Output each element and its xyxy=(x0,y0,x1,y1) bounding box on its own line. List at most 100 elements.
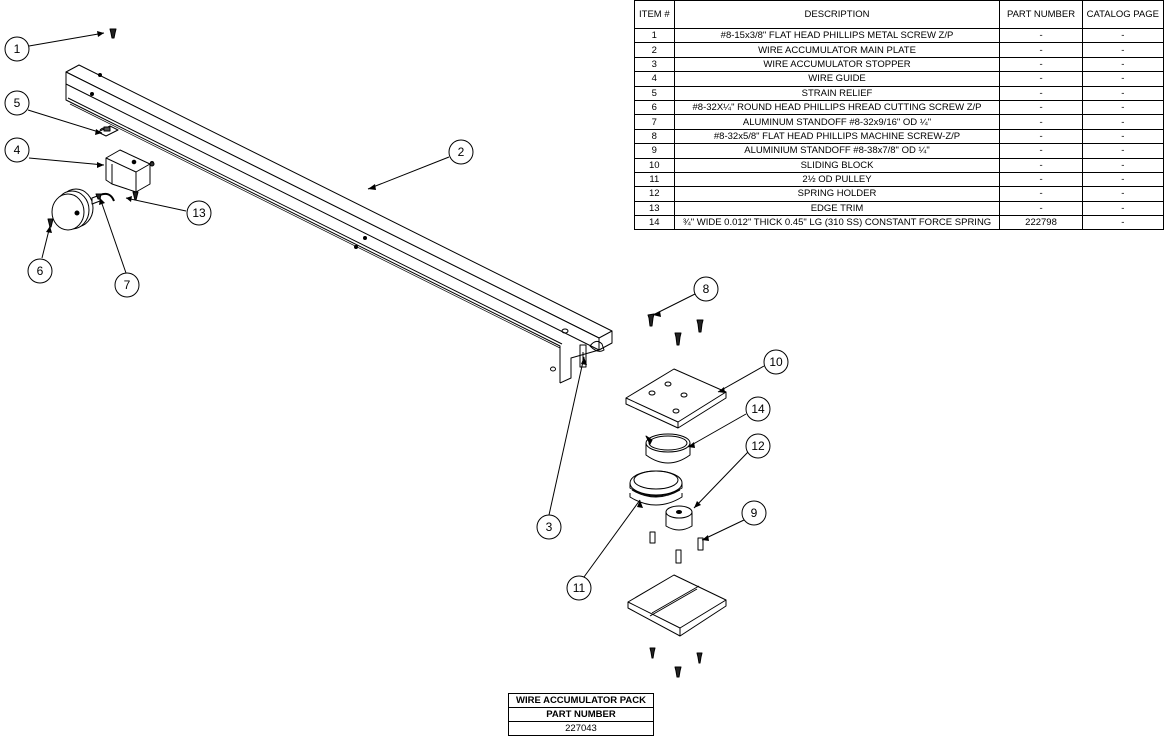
bom-item: 8 xyxy=(634,128,675,145)
bom-part-number: 222798 xyxy=(999,215,1083,231)
bom-catalog-page: - xyxy=(1081,186,1164,202)
balloons xyxy=(4,36,789,601)
bom-item: 11 xyxy=(634,171,675,188)
bom-description: WIRE GUIDE xyxy=(673,71,1001,87)
bom-header-item: ITEM # xyxy=(634,0,675,29)
table-row: 1#8-15x3/8" FLAT HEAD PHILLIPS METAL SCR… xyxy=(634,27,1164,44)
spring-holder-part xyxy=(665,505,693,531)
bom-description: STRAIN RELIEF xyxy=(673,85,1001,101)
bom-description: ¾" WIDE 0.012" THICK 0.45" LG (310 SS) C… xyxy=(673,215,1001,231)
bom-description: #8-32X¼" ROUND HEAD PHILLIPS HREAD CUTTI… xyxy=(673,99,1001,116)
bom-description: 2½ OD PULLEY xyxy=(673,171,1001,188)
bom-part-number: - xyxy=(999,56,1083,73)
bom-description: #8-32x5/8" FLAT HEAD PHILLIPS MACHINE SC… xyxy=(673,128,1001,145)
pulley-part-left xyxy=(51,188,115,231)
leader-lines xyxy=(27,32,765,578)
bom-description: #8-15x3/8" FLAT HEAD PHILLIPS METAL SCRE… xyxy=(673,27,1001,44)
part-number-label: PART NUMBER xyxy=(508,707,654,722)
wire-guide-part xyxy=(105,149,155,193)
bom-description: WIRE ACCUMULATOR STOPPER xyxy=(673,56,1001,73)
balloon-6: 6 xyxy=(37,264,44,278)
bom-catalog-page: - xyxy=(1081,143,1164,159)
constant-force-spring-part xyxy=(645,433,691,464)
balloon-14: 14 xyxy=(751,402,765,416)
balloon-3: 3 xyxy=(546,520,553,534)
bom-description: WIRE ACCUMULATOR MAIN PLATE xyxy=(673,42,1001,58)
title-block: WIRE ACCUMULATOR PACK PART NUMBER 227043 xyxy=(508,693,654,736)
balloon-7: 7 xyxy=(124,278,131,292)
pulley-part-11 xyxy=(629,470,683,506)
assembly-part-number: 227043 xyxy=(508,721,654,736)
bom-part-number: - xyxy=(999,186,1083,202)
bom-item: 4 xyxy=(634,71,675,87)
bom-item: 14 xyxy=(634,215,675,231)
table-row: 8#8-32x5/8" FLAT HEAD PHILLIPS MACHINE S… xyxy=(634,128,1164,145)
table-row: 6#8-32X¼" ROUND HEAD PHILLIPS HREAD CUTT… xyxy=(634,99,1164,116)
bom-description: SPRING HOLDER xyxy=(673,186,1001,202)
bom-part-number: - xyxy=(999,157,1083,173)
bom-catalog-page: - xyxy=(1081,128,1164,145)
bom-part-number: - xyxy=(999,27,1083,44)
bom-header-catalog-page: CATALOG PAGE xyxy=(1081,0,1164,29)
bom-header-part-number: PART NUMBER xyxy=(999,0,1083,29)
bom-catalog-page: - xyxy=(1081,200,1164,217)
standoff-parts-9 xyxy=(649,531,704,564)
base-block-part xyxy=(627,574,727,637)
bom-item: 10 xyxy=(634,157,675,173)
bom-item: 2 xyxy=(634,42,675,58)
bom-part-number: - xyxy=(999,71,1083,87)
balloon-13: 13 xyxy=(192,206,206,220)
bom-item: 7 xyxy=(634,114,675,130)
bom-part-number: - xyxy=(999,171,1083,188)
bill-of-materials-table: ITEM # DESCRIPTION PART NUMBER CATALOG P… xyxy=(634,0,1164,231)
bom-item: 12 xyxy=(634,186,675,202)
bom-header-row: ITEM # DESCRIPTION PART NUMBER CATALOG P… xyxy=(634,0,1164,29)
bom-part-number: - xyxy=(999,114,1083,130)
balloon-11: 11 xyxy=(573,581,586,595)
bom-item: 6 xyxy=(634,99,675,116)
sliding-block-part xyxy=(625,368,727,429)
bom-item: 5 xyxy=(634,85,675,101)
bom-part-number: - xyxy=(999,200,1083,217)
screw-parts-8 xyxy=(647,313,704,346)
assembly-name: WIRE ACCUMULATOR PACK xyxy=(508,693,654,708)
bom-part-number: - xyxy=(999,99,1083,116)
bom-catalog-page: - xyxy=(1081,85,1164,101)
bom-part-number: - xyxy=(999,42,1083,58)
balloon-9: 9 xyxy=(751,506,758,520)
balloon-4: 4 xyxy=(14,143,21,157)
bom-catalog-page: - xyxy=(1081,157,1164,173)
strain-relief-part xyxy=(97,125,119,137)
bom-description: ALUMINUM STANDOFF #8-32x9/16" OD ¼" xyxy=(673,114,1001,130)
bom-header-description: DESCRIPTION xyxy=(673,0,1001,29)
bom-catalog-page: - xyxy=(1081,56,1164,73)
balloon-5: 5 xyxy=(14,96,21,110)
screw-parts-left xyxy=(47,28,139,228)
bom-catalog-page: - xyxy=(1081,171,1164,188)
bom-part-number: - xyxy=(999,143,1083,159)
leader-arrowheads xyxy=(46,31,725,541)
bom-description: ALUMINIUM STANDOFF #8-38x7/8" OD ¼" xyxy=(673,143,1001,159)
bom-catalog-page: - xyxy=(1081,114,1164,130)
balloon-10: 10 xyxy=(769,355,783,369)
balloon-8: 8 xyxy=(703,282,710,296)
bom-description: EDGE TRIM xyxy=(673,200,1001,217)
bom-catalog-page: - xyxy=(1081,215,1164,231)
bom-catalog-page: - xyxy=(1081,99,1164,116)
bom-item: 1 xyxy=(634,27,675,44)
bom-description: SLIDING BLOCK xyxy=(673,157,1001,173)
bom-part-number: - xyxy=(999,128,1083,145)
bom-catalog-page: - xyxy=(1081,42,1164,58)
bom-part-number: - xyxy=(999,85,1083,101)
screw-parts-bottom xyxy=(649,647,703,678)
